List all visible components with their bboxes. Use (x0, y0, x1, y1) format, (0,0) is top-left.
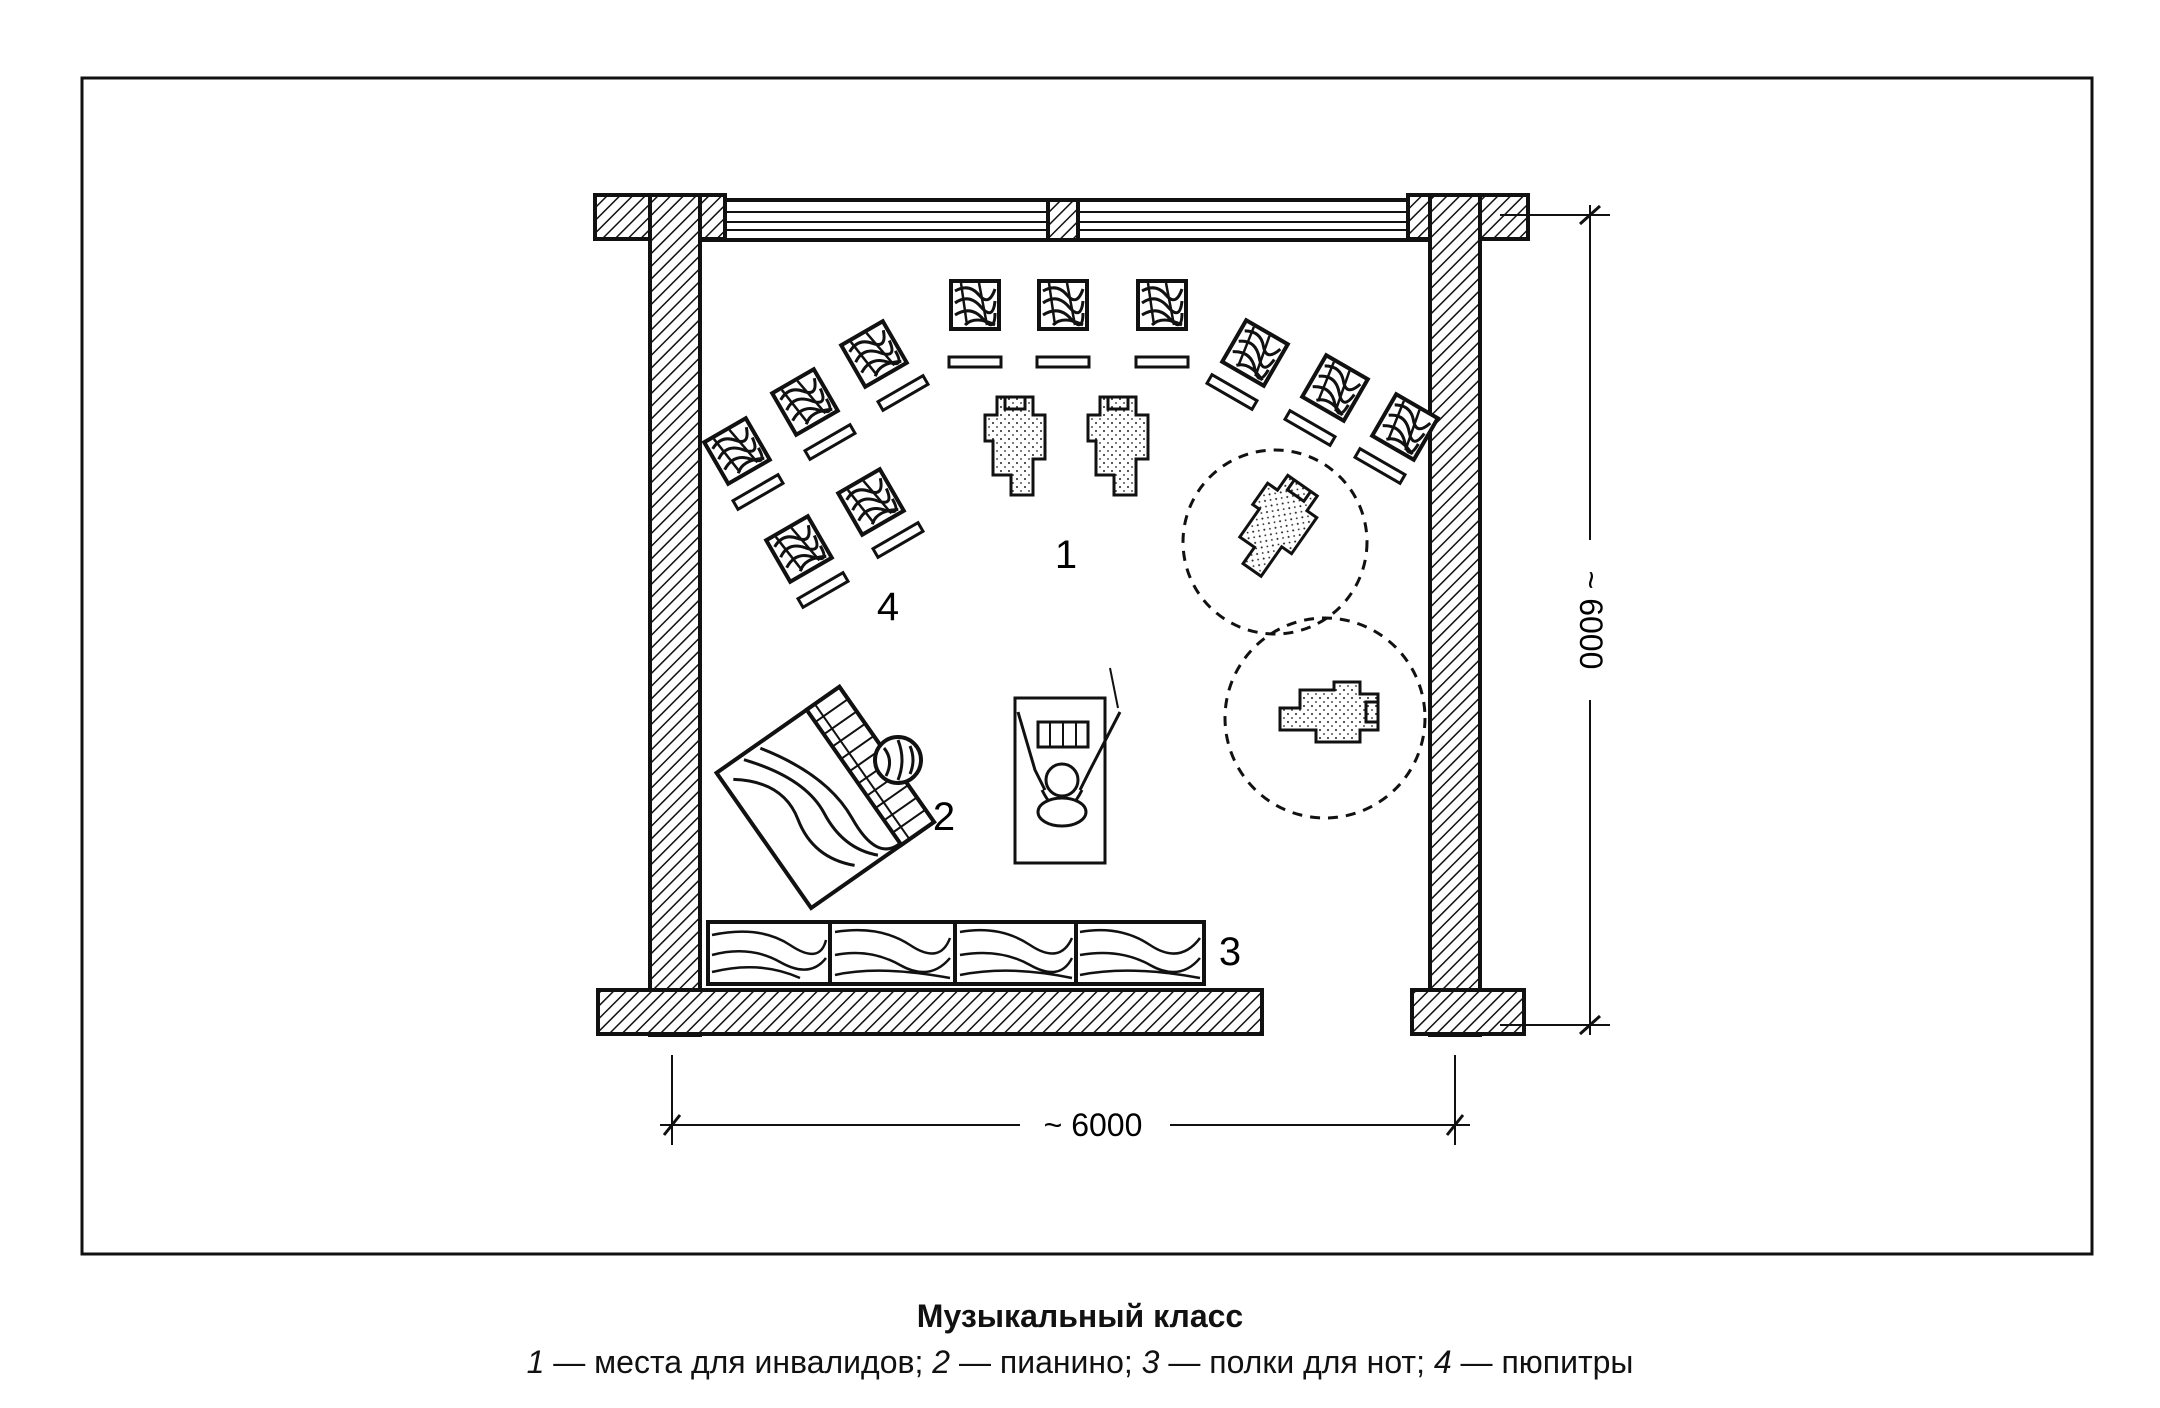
music-stand (1035, 355, 1091, 369)
legend-num-1: 1 (526, 1344, 545, 1380)
chair (1220, 318, 1290, 388)
height-label: ~ 6000 (1573, 571, 1609, 670)
legend-num-3: 3 (1141, 1344, 1160, 1380)
chair (1370, 392, 1440, 462)
music-stand (803, 423, 857, 461)
window-left (723, 198, 1050, 242)
chair (1037, 279, 1089, 331)
music-stand (1205, 373, 1259, 411)
turning-circle (1181, 448, 1369, 636)
label-music-stands: 4 (877, 585, 899, 629)
room-walls (593, 193, 1530, 1037)
legend-num-4: 4 (1433, 1344, 1452, 1380)
piano (713, 684, 937, 911)
label-shelves: 3 (1219, 930, 1241, 974)
legend-text-4: пюпитры (1501, 1344, 1634, 1380)
figure-legend: 1 — места для инвалидов; 2 — пианино; 3 … (0, 1344, 2160, 1381)
legend-text-3: полки для нот; (1209, 1344, 1425, 1380)
legend-text-1: места для инвалидов; (594, 1344, 924, 1380)
legend-dash: — (1460, 1344, 1493, 1380)
wheelchair-place (1086, 395, 1150, 497)
legend-dash: — (553, 1344, 586, 1380)
music-stand (796, 571, 850, 609)
wheelchair-place (983, 395, 1047, 497)
chair (764, 514, 834, 584)
turning-circle (1223, 616, 1427, 820)
music-stand (731, 473, 785, 511)
piano-stool (873, 735, 923, 785)
music-stand (1134, 355, 1190, 369)
height-dimension: ~ 6000 (1500, 204, 1610, 1036)
legend-text-2: пианино; (999, 1344, 1133, 1380)
legend-dash: — (1168, 1344, 1201, 1380)
chair (702, 416, 772, 486)
chair (949, 279, 1001, 331)
wheelchair-place (1220, 466, 1329, 585)
wheelchair-places (983, 395, 1427, 820)
music-stand (876, 374, 930, 412)
chair (770, 367, 840, 437)
legend-num-2: 2 (932, 1344, 951, 1380)
figure-title: Музыкальный класс (916, 1298, 1244, 1334)
music-stand (947, 355, 1003, 369)
legend-dash: — (958, 1344, 991, 1380)
conductor (1013, 667, 1122, 865)
chair (839, 319, 909, 389)
chair (836, 467, 906, 537)
chair (1136, 279, 1188, 331)
music-shelves (706, 920, 1206, 986)
wheelchair-place (1278, 680, 1380, 744)
music-stand (871, 521, 925, 559)
label-piano: 2 (933, 795, 955, 839)
chair (1300, 353, 1370, 423)
music-stand (1353, 447, 1407, 485)
width-label: ~ 6000 (1044, 1107, 1143, 1143)
figure-frame (80, 76, 2094, 1256)
label-seats: 1 (1055, 533, 1077, 577)
music-stand (1283, 409, 1337, 447)
width-dimension: ~ 6000 (660, 1055, 1470, 1145)
window-right (1076, 198, 1410, 242)
